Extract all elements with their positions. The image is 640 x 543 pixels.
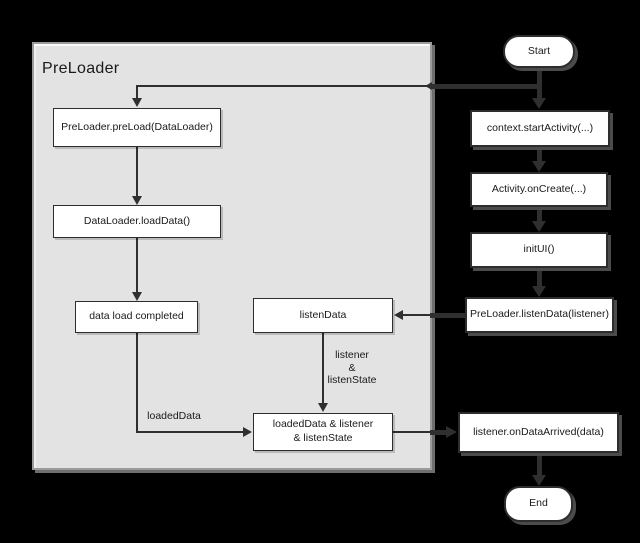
node-oncreate-label: Activity.onCreate(...) [491,182,587,195]
edge-branch-thick-horizontal [430,84,540,89]
node-ondataarrived-label: listener.onDataArrived(data) [473,425,604,438]
arrowhead-loadedbox-left [243,427,252,437]
edge-oncreate-to-initui [537,207,542,222]
node-end: End [504,486,573,522]
arrowhead-oncreate [532,161,546,172]
node-ondataarrived: listener.onDataArrived(data) [458,412,619,453]
edge-label-loadeddata: loadedData [147,410,201,422]
arrowhead-loaddata [132,196,142,205]
node-start-label: Start [527,44,551,57]
node-start: Start [503,35,575,68]
node-startactivity: context.startActivity(...) [470,110,610,147]
edge-startactivity-to-oncreate [537,147,542,162]
node-loadeddata-listener-listenstate: loadedData & listener & listenState [253,413,393,451]
edge-ondataarrived-to-end [537,453,542,476]
edge-label-listener-listenstate: listener & listenState [321,349,383,387]
arrowhead-listendata-call [532,286,546,297]
preloader-group-title: PreLoader [42,60,120,77]
edge-loaddata-to-completed [136,238,138,292]
node-loaddata-label: DataLoader.loadData() [83,214,191,227]
edge-start-to-startactivity [537,67,542,99]
arrowhead-loadedbox-top [318,403,328,412]
arrowhead-listendata-node [394,310,403,320]
node-loadeddata-line2: & listenState [293,432,353,444]
node-initui-label: initUI() [523,243,555,256]
edge-completed-horizontal [136,431,243,433]
edge-listendatacall-thin [402,314,432,316]
node-listendata-call: PreLoader.listenData(listener) [465,297,614,333]
node-initui: initUI() [470,232,608,268]
arrowhead-completed [132,292,142,301]
edge-label-listener-line2: & [348,361,356,374]
edge-listendata-to-loadedbox [322,333,324,404]
preloader-group-container [32,42,432,470]
edge-branch-vertical [136,86,138,99]
node-listendata-call-label: PreLoader.listenData(listener) [470,308,609,321]
edge-listendatacall-thick [430,313,466,318]
node-preload-label: PreLoader.preLoad(DataLoader) [61,120,213,133]
node-loadeddata-line1: loadedData & listener [272,418,374,431]
edge-preload-to-loaddata [136,147,138,196]
node-startactivity-label: context.startActivity(...) [486,121,594,134]
arrowhead-ondataarrived [446,426,457,438]
node-data-load-completed-label: data load completed [89,310,184,323]
edge-loaded-to-ondataarrived-thin [393,431,432,433]
edge-label-listener-line1: listener [335,349,369,361]
node-preload: PreLoader.preLoad(DataLoader) [53,108,221,147]
edge-completed-vertical [136,333,138,433]
edge-initui-to-listendata [537,268,542,287]
edge-label-listener-line3: listenState [327,374,377,387]
edge-loaded-to-ondataarrived-thick [430,430,446,435]
node-oncreate: Activity.onCreate(...) [470,172,608,207]
node-data-load-completed: data load completed [75,301,198,333]
arrowhead-end [532,475,546,486]
arrowhead-preload [132,98,142,107]
node-listendata-label: listenData [299,308,347,321]
arrowhead-startactivity [532,98,546,109]
arrowhead-initui [532,221,546,232]
node-listendata: listenData [253,298,393,333]
node-loaddata: DataLoader.loadData() [53,205,221,238]
edge-branch-thin-horizontal [136,85,430,87]
node-end-label: End [529,497,548,510]
